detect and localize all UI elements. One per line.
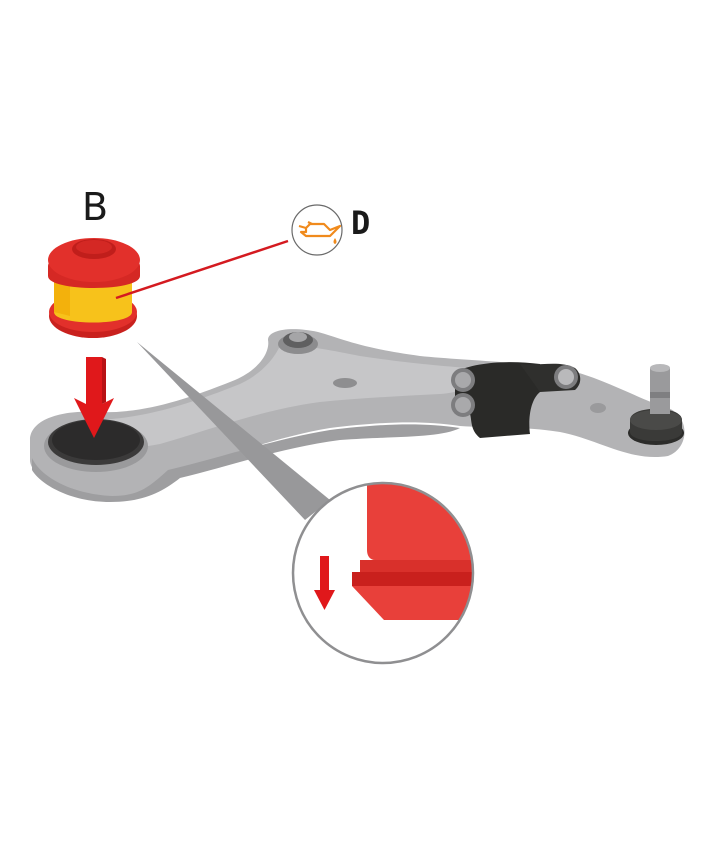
upper-mount [278, 332, 318, 354]
zoom-pointer [137, 342, 330, 520]
part-label-b: B [82, 185, 109, 229]
arrow-down-icon [74, 357, 114, 438]
rear-bracket [451, 362, 581, 438]
control-arm [30, 329, 685, 502]
ball-joint [628, 364, 684, 445]
bushing-bore [44, 419, 148, 472]
arrow-down-icon [314, 556, 335, 610]
oil-can-icon [291, 204, 343, 256]
leader-line [115, 239, 289, 300]
bushing-part-b [48, 238, 140, 338]
lubricant-label-d: D [351, 204, 371, 242]
zoom-detail [291, 481, 475, 665]
